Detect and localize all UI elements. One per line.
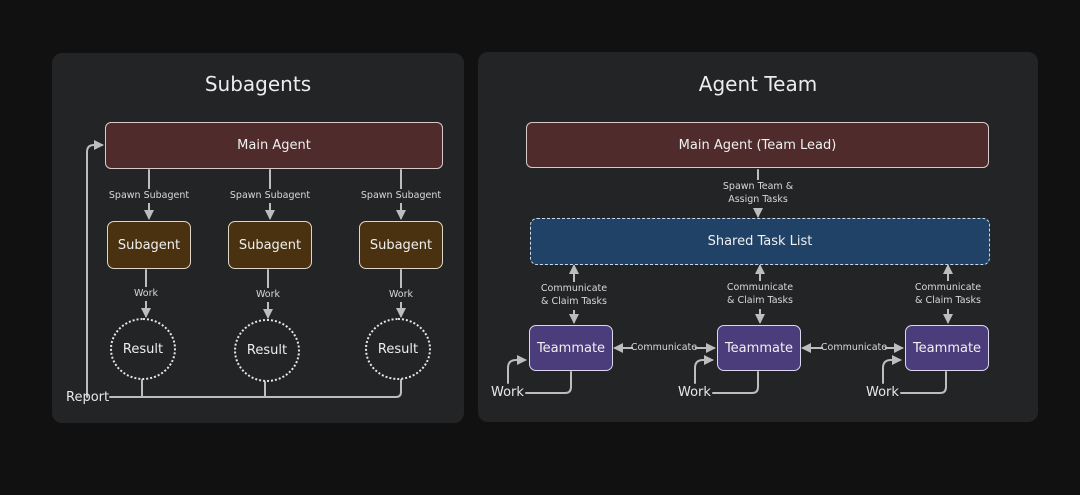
spawn-team-line1: Spawn Team & (722, 181, 794, 192)
subagent-label: Subagent (369, 237, 433, 253)
teammate-box-2: Teammate (717, 325, 801, 371)
result-label: Result (122, 341, 164, 357)
communicate-label-1: Communicate (630, 342, 698, 353)
result-circle-1: Result (110, 318, 176, 380)
subagent-box-1: Subagent (107, 221, 191, 269)
label-mask (386, 288, 416, 302)
label-mask (131, 287, 161, 301)
result-label: Result (246, 343, 288, 358)
claim-line2: & Claim Tasks (541, 296, 607, 307)
label-mask (362, 189, 440, 203)
spawn-team-label: Spawn Team & Assign Tasks (723, 180, 793, 206)
main-agent-label: Main Agent (237, 138, 311, 153)
teammate-label: Teammate (536, 340, 606, 356)
claim-line1: Communicate (540, 283, 608, 294)
agent-team-title: Agent Team (698, 72, 818, 96)
teammate-label: Teammate (724, 340, 794, 356)
label-mask (110, 189, 188, 203)
subagent-label: Subagent (117, 237, 181, 253)
claim-line2: & Claim Tasks (915, 295, 981, 306)
label-mask (253, 288, 283, 302)
label-mask (231, 189, 309, 203)
label-mask (725, 281, 795, 309)
team-work-label-2: Work (678, 385, 711, 400)
label-mask (633, 341, 695, 355)
teammate-box-3: Teammate (905, 325, 989, 371)
claim-line1: Communicate (726, 282, 794, 293)
teammate-box-1: Teammate (529, 325, 613, 371)
teammate-label: Teammate (912, 340, 982, 356)
shared-task-list-label: Shared Task List (707, 234, 813, 249)
result-circle-3: Result (365, 318, 431, 380)
team-work-label-3: Work (866, 385, 899, 400)
subagents-title: Subagents (204, 72, 312, 96)
claim-label-3: Communicate & Claim Tasks (915, 281, 981, 307)
team-work-label-1: Work (491, 385, 524, 400)
label-mask (723, 180, 793, 208)
spawn-subagent-label-1: Spawn Subagent (108, 190, 190, 201)
work-label-3: Work (388, 289, 414, 300)
spawn-subagent-label-2: Spawn Subagent (229, 190, 311, 201)
claim-line2: & Claim Tasks (727, 295, 793, 306)
report-label: Report (66, 390, 110, 405)
result-label: Result (377, 341, 419, 357)
shared-task-list-box: Shared Task List (530, 218, 990, 265)
spawn-team-line2: Assign Tasks (728, 194, 788, 205)
result-circle-2: Result (234, 319, 300, 382)
subagent-label: Subagent (238, 237, 302, 253)
claim-label-1: Communicate & Claim Tasks (541, 282, 607, 308)
subagent-box-2: Subagent (228, 221, 312, 269)
claim-label-2: Communicate & Claim Tasks (727, 281, 793, 307)
label-mask (913, 281, 983, 309)
subagent-box-3: Subagent (359, 221, 443, 269)
claim-line1: Communicate (914, 282, 982, 293)
work-label-2: Work (255, 289, 281, 300)
work-label-1: Work (133, 288, 159, 299)
team-lead-box: Main Agent (Team Lead) (526, 122, 989, 168)
label-mask (539, 282, 609, 310)
spawn-subagent-label-3: Spawn Subagent (360, 190, 442, 201)
label-mask (823, 341, 885, 355)
main-agent-box: Main Agent (105, 122, 443, 169)
communicate-label-2: Communicate (820, 342, 888, 353)
team-lead-label: Main Agent (Team Lead) (678, 137, 837, 153)
